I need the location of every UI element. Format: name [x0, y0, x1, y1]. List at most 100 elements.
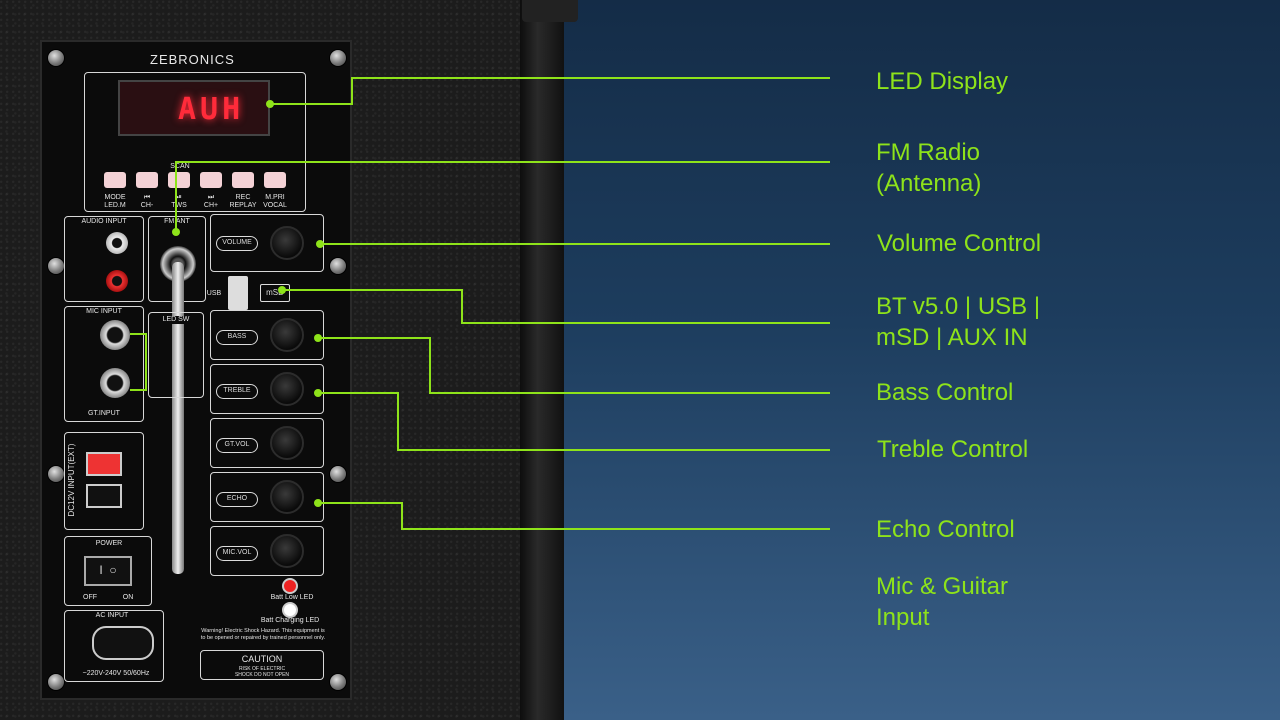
label-bass-control: Bass Control	[876, 379, 1014, 406]
on-label: ON	[122, 594, 134, 601]
label-echo-control: Echo Control	[876, 516, 1015, 543]
dc-input-module	[64, 432, 144, 530]
label-bt-usb: BT v5.0 | USB | mSD | AUX IN	[876, 293, 1041, 351]
callout-line-led-display	[270, 77, 830, 105]
brand-logo: ZEBRONICS	[150, 52, 235, 67]
callout-dot	[314, 499, 322, 507]
ac-input-label: AC INPUT	[95, 612, 129, 619]
mode-button-label: REC	[235, 194, 251, 201]
power-label: POWER	[95, 540, 123, 547]
mode-button-sublabel: TWS	[171, 202, 187, 209]
volume-knob[interactable]	[270, 226, 304, 260]
screw-icon	[330, 258, 346, 274]
label-led-display: LED Display	[876, 68, 1009, 95]
ac-power-socket[interactable]	[92, 626, 154, 660]
mode-button[interactable]	[264, 172, 286, 188]
callout-dot	[314, 334, 322, 342]
power-module	[64, 536, 152, 606]
mode-button-sublabel: CH-	[140, 202, 154, 209]
power-switch[interactable]: I ○	[84, 556, 132, 586]
callout-dot	[316, 240, 324, 248]
knob-module	[210, 418, 324, 468]
mode-button-sublabel: LED.M	[104, 202, 126, 209]
aux-right-jack[interactable]	[106, 270, 128, 292]
label-mic-guitar-input: Mic & Guitar Input	[876, 573, 1009, 631]
ac-rating: ~220V-240V 50/60Hz	[82, 670, 150, 677]
screw-icon	[330, 674, 346, 690]
batt-low-led	[282, 578, 298, 594]
background-gradient	[560, 0, 1280, 720]
caution-label	[200, 650, 324, 680]
led-switch-module	[148, 312, 204, 398]
mic-vol-knob[interactable]	[270, 534, 304, 568]
mode-button-label: M.PRI	[265, 194, 285, 201]
mode-button-sublabel: CH+	[203, 202, 219, 209]
caution-sub: RISK OF ELECTRIC SHOCK DO NOT OPEN	[234, 666, 290, 678]
label-volume-control: Volume Control	[877, 230, 1042, 257]
knob-label: GT.VOL	[216, 438, 258, 453]
label-treble-control: Treble Control	[877, 436, 1029, 463]
mode-button[interactable]	[104, 172, 126, 188]
knob-module	[210, 364, 324, 414]
warning-text: Warning! Electric Shock Hazard. This equ…	[200, 628, 326, 641]
callout-dot	[266, 100, 274, 108]
knob-label: MIC.VOL	[216, 546, 258, 561]
callout-line-bass	[318, 337, 830, 394]
callout-dot	[278, 286, 286, 294]
display-module	[84, 72, 306, 212]
label-fm-radio: FM Radio (Antenna)	[876, 139, 982, 197]
callout-line-mic-guitar	[130, 333, 147, 391]
gt-input-label: GT.INPUT	[88, 410, 120, 417]
guitar-input-jack[interactable]	[100, 368, 130, 398]
mode-button-label: ⏭	[207, 194, 215, 201]
telescopic-antenna[interactable]	[172, 262, 184, 574]
mic-input-label: MIC INPUT	[72, 308, 136, 316]
mode-button[interactable]	[136, 172, 158, 188]
screw-icon	[48, 258, 64, 274]
usb-port[interactable]	[228, 276, 248, 310]
batt-low-label: Batt Low LED	[270, 594, 314, 601]
knob-label: ECHO	[216, 492, 258, 507]
led-display: AUH	[118, 80, 270, 136]
callout-dot	[172, 228, 180, 236]
batt-charging-label: Batt Charging LED	[260, 617, 320, 624]
mic-input-jack[interactable]	[100, 320, 130, 350]
mode-button-label: MODE	[104, 194, 126, 201]
callout-line-bt-usb	[282, 289, 830, 324]
mode-button-sublabel: REPLAY	[229, 202, 257, 209]
mode-button[interactable]	[168, 172, 190, 188]
gt-vol-knob[interactable]	[270, 426, 304, 460]
dc-terminal-black[interactable]	[86, 484, 122, 508]
screw-icon	[48, 50, 64, 66]
usb-label: USB	[206, 290, 222, 297]
callout-dot	[314, 389, 322, 397]
batt-charging-led	[282, 602, 298, 618]
aux-left-jack[interactable]	[106, 232, 128, 254]
mode-button-sublabel: VOCAL	[263, 202, 287, 209]
knob-module	[210, 310, 324, 360]
callout-line-fm-radio	[175, 161, 830, 232]
mode-button-label: ⏯	[176, 194, 182, 201]
knob-module	[210, 472, 324, 522]
speaker-top-cap	[522, 0, 578, 22]
mode-button[interactable]	[232, 172, 254, 188]
scan-label: SCAN	[170, 163, 190, 170]
speaker-side-edge	[520, 0, 564, 720]
mode-button[interactable]	[200, 172, 222, 188]
dc-terminal-red[interactable]	[86, 452, 122, 476]
msd-slot[interactable]: mSD	[260, 284, 290, 302]
ac-input-module	[64, 610, 164, 682]
callout-line-echo	[318, 502, 830, 530]
echo-knob[interactable]	[270, 480, 304, 514]
screw-icon	[330, 50, 346, 66]
led-switch-label: LED SW	[156, 316, 196, 324]
audio-input-label: AUDIO INPUT	[70, 218, 138, 226]
bass-knob[interactable]	[270, 318, 304, 352]
mic-guitar-module	[64, 306, 144, 422]
treble-knob[interactable]	[270, 372, 304, 406]
knob-label: BASS	[216, 330, 258, 345]
display-text: AUH	[178, 92, 245, 127]
mode-button-label: ⏮	[143, 194, 151, 201]
control-panel	[40, 40, 352, 700]
